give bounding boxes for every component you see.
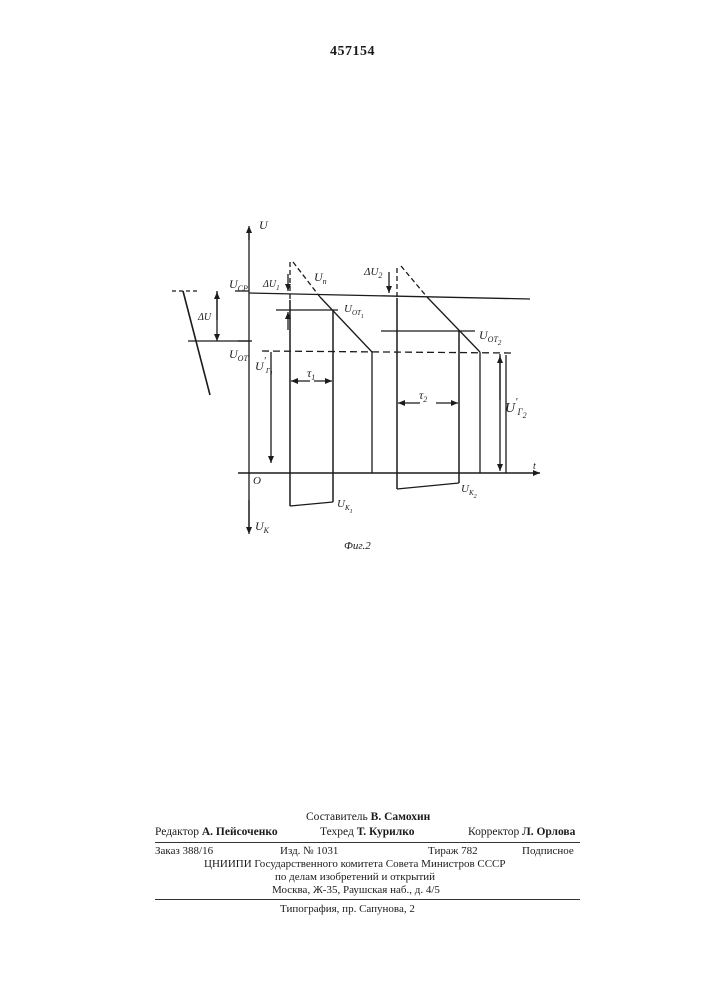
ucp-level-line bbox=[249, 293, 530, 299]
corrector-name: Л. Орлова bbox=[522, 826, 575, 838]
subscription: Подписное bbox=[522, 845, 574, 857]
label-t: t bbox=[533, 461, 536, 472]
pulse1-bottom bbox=[290, 502, 333, 506]
label-tau1: τ1 bbox=[307, 366, 315, 382]
footer-rule-top bbox=[155, 842, 580, 843]
label-un: Uп bbox=[314, 270, 327, 286]
label-uot: UOT bbox=[229, 347, 248, 363]
label-ur1: U′Г1 bbox=[255, 356, 273, 377]
techred-line: Техред Т. Курилко bbox=[320, 826, 415, 838]
label-uot1: UOT1 bbox=[344, 303, 364, 320]
label-origin: O bbox=[253, 475, 261, 487]
label-delta-u: ΔU bbox=[197, 312, 212, 323]
editor-label: Редактор bbox=[155, 826, 199, 838]
ur-level-dashed bbox=[262, 351, 512, 353]
label-ur2: U′Г2 bbox=[505, 396, 527, 420]
label-tau2: τ2 bbox=[419, 388, 427, 404]
order-number: Заказ 388/16 bbox=[155, 845, 213, 857]
editor-name: А. Пейсоченко bbox=[202, 826, 278, 838]
input-slope-line bbox=[183, 291, 210, 395]
address: Москва, Ж-35, Раушская наб., д. 4/5 bbox=[272, 884, 440, 896]
label-uot2: UOT2 bbox=[479, 328, 502, 347]
institute-line-2: по делам изобретений и открытий bbox=[275, 871, 435, 883]
techred-label: Техред bbox=[320, 826, 354, 838]
label-uk: UК bbox=[255, 519, 270, 535]
label-delta-u1: ΔU1 bbox=[262, 279, 280, 292]
label-delta-u2: ΔU2 bbox=[363, 266, 382, 280]
label-uk1: UК1 bbox=[337, 498, 353, 515]
corrector-label: Корректор bbox=[468, 826, 519, 838]
label-uk2: UК2 bbox=[461, 483, 477, 500]
label-ucp: UCP bbox=[229, 277, 248, 293]
compiler-line: Составитель В. Самохин bbox=[306, 811, 430, 823]
label-u: U bbox=[259, 218, 269, 232]
techred-name: Т. Курилко bbox=[357, 826, 415, 838]
corrector-line: Корректор Л. Орлова bbox=[468, 826, 575, 838]
institute-line-1: ЦНИИПИ Государственного комитета Совета … bbox=[204, 858, 506, 870]
typography: Типография, пр. Сапунова, 2 bbox=[280, 903, 415, 915]
figure-caption: Фиг.2 bbox=[344, 540, 371, 552]
edition-number: Изд. № 1031 bbox=[280, 845, 338, 857]
pulse2-ramp-dashed bbox=[401, 266, 427, 297]
editor-line: Редактор А. Пейсоченко bbox=[155, 826, 278, 838]
pulse2-ramp bbox=[427, 297, 480, 352]
circulation: Тираж 782 bbox=[428, 845, 478, 857]
pulse2-bottom bbox=[397, 483, 459, 489]
compiler-name: В. Самохин bbox=[371, 811, 431, 823]
footer-rule-bottom bbox=[155, 899, 580, 900]
compiler-label: Составитель bbox=[306, 811, 368, 823]
